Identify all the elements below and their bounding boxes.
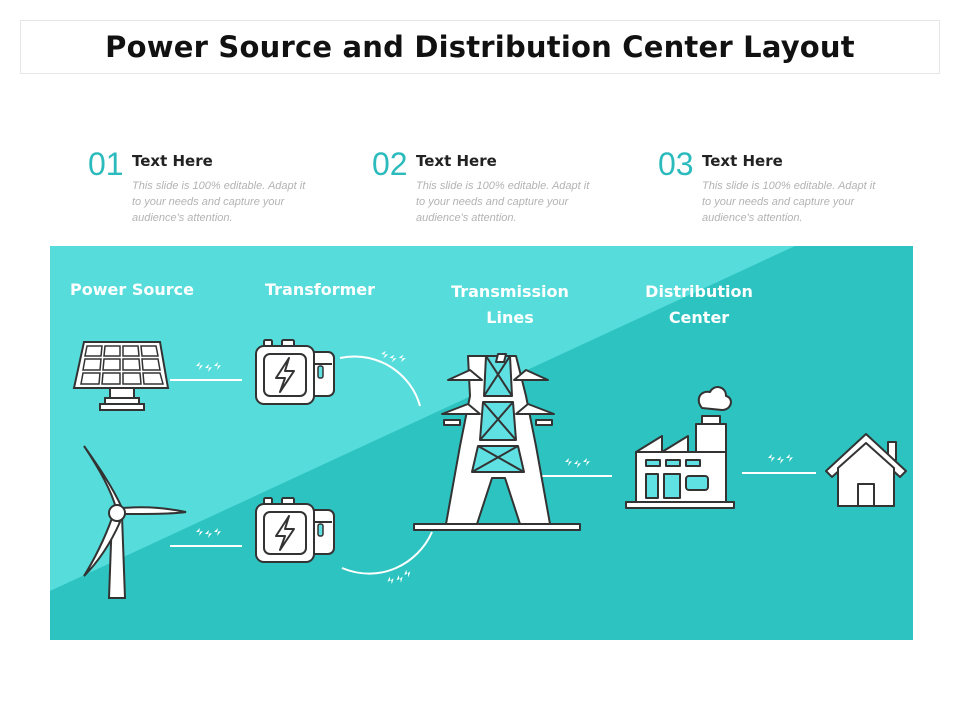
step-number: 03 [658,146,694,182]
house-icon [825,433,907,507]
step-heading: Text Here [132,152,213,170]
step-description: This slide is 100% editable. Adapt it to… [702,180,876,224]
label-transformer: Transformer [265,280,375,299]
step-description: This slide is 100% editable. Adapt it to… [132,180,306,224]
step-03: 03 Text Here This slide is 100% editable… [658,146,908,236]
label-power-source: Power Source [70,280,194,299]
label-transmission-line2: Lines [486,308,533,327]
step-heading: Text Here [702,152,783,170]
connection-lines [170,355,816,575]
factory-icon [625,386,735,509]
title-box: Power Source and Distribution Center Lay… [20,20,940,74]
solar-panel-icon [72,341,170,411]
step-number: 01 [88,146,124,182]
step-number: 02 [372,146,408,182]
label-transmission-line1: Transmission [451,282,569,301]
step-01: 01 Text Here This slide is 100% editable… [88,146,338,236]
label-distribution-line1: Distribution [645,282,753,301]
step-heading: Text Here [416,152,497,170]
step-description: This slide is 100% editable. Adapt it to… [416,180,590,224]
diagram-canvas: Power Source Transformer Transmission Li… [50,246,913,640]
wind-turbine-icon [83,445,187,599]
diagram-panel: Power Source Transformer Transmission Li… [50,246,913,640]
transmission-tower-icon [413,353,581,531]
page-title: Power Source and Distribution Center Lay… [105,30,855,64]
label-distribution-line2: Center [669,308,729,327]
step-02: 02 Text Here This slide is 100% editable… [372,146,622,236]
panel-highlight [50,246,795,591]
